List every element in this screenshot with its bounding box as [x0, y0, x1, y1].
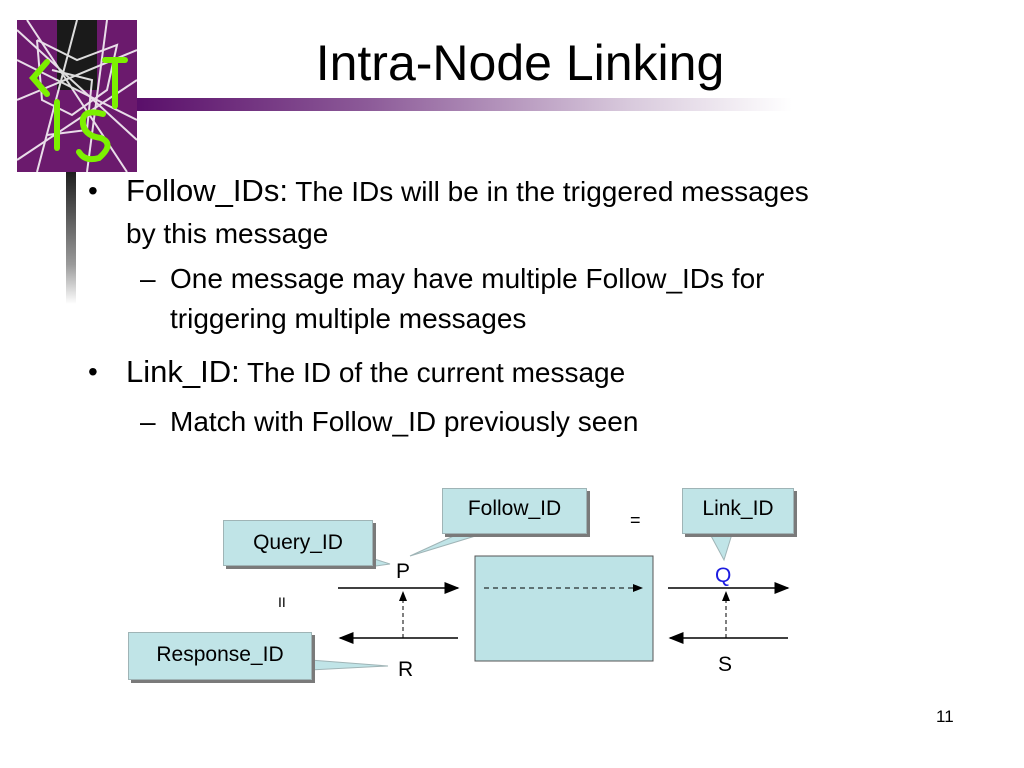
- equals-left: II: [278, 594, 286, 610]
- page-number: 11: [936, 707, 954, 726]
- bullet-list: • Follow_IDs: The IDs will be in the tri…: [88, 170, 988, 442]
- bullet-text: The IDs will be in the triggered message…: [287, 176, 809, 207]
- label-q: Q: [715, 564, 732, 587]
- title-underline: [137, 98, 792, 111]
- label-p: P: [396, 560, 411, 583]
- response-id-callout: Response_ID: [128, 632, 312, 680]
- bullet-follow-ids: • Follow_IDs: The IDs will be in the tri…: [88, 170, 988, 255]
- label-r: R: [398, 658, 414, 681]
- follow-id-callout: Follow_ID: [442, 488, 587, 534]
- sub-bullet-dash: –: [140, 406, 156, 437]
- bullet-lead: Follow_IDs:: [126, 173, 288, 208]
- sub-bullet-text: Match with Follow_ID previously seen: [170, 406, 639, 437]
- sub-bullet-text-cont: triggering multiple messages: [170, 303, 527, 334]
- link-id-callout: Link_ID: [682, 488, 794, 534]
- follow-id-label: Follow_ID: [467, 497, 562, 520]
- follow-pointer: [409, 533, 483, 557]
- response-id-label: Response_ID: [156, 643, 284, 666]
- label-s: S: [718, 653, 733, 676]
- query-id-callout: Query_ID: [223, 520, 373, 566]
- bullet-dot: •: [88, 356, 98, 387]
- sub-bullet-dash: –: [140, 263, 156, 294]
- query-id-label: Query_ID: [253, 531, 343, 554]
- slide-title: Intra-Node Linking: [315, 35, 725, 91]
- link-pointer: [709, 533, 733, 562]
- linking-diagram: Query_ID Follow_ID Link_ID Response_ID =…: [120, 480, 810, 690]
- sub-bullet-multiple-follow-ids: – One message may have multiple Follow_I…: [88, 259, 988, 339]
- link-id-label: Link_ID: [702, 497, 774, 520]
- sub-bullet-text: One message may have multiple Follow_IDs…: [170, 263, 765, 294]
- bullet-text: The ID of the current message: [239, 357, 626, 388]
- bullet-dot: •: [88, 175, 98, 206]
- response-pointer: [309, 659, 389, 671]
- left-accent-bar: [66, 172, 76, 304]
- bullet-link-id: • Link_ID: The ID of the current message: [88, 351, 988, 394]
- ist-logo: [17, 20, 137, 172]
- bullet-text-cont: by this message: [126, 218, 329, 249]
- bullet-lead: Link_ID:: [126, 354, 240, 389]
- sub-bullet-match: – Match with Follow_ID previously seen: [88, 402, 988, 442]
- web-logo-icon: [17, 20, 137, 172]
- node-box: [474, 555, 654, 662]
- diagram-lines: [309, 533, 790, 671]
- equals-top: =: [630, 510, 641, 530]
